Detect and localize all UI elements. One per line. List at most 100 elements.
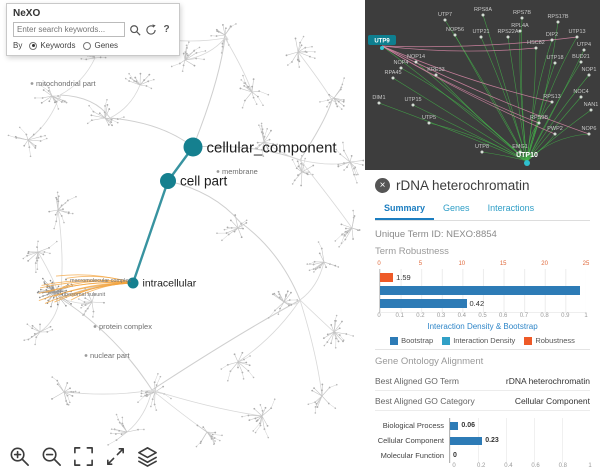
network-node-dip2[interactable]: DIP2 — [546, 32, 558, 42]
tab-genes[interactable]: Genes — [443, 203, 470, 213]
network-node-rps22a[interactable]: RPS22A — [497, 29, 519, 39]
network-node-kre33[interactable]: KRE33 — [427, 67, 445, 77]
network-node-nop56[interactable]: NOP56 — [446, 27, 464, 37]
network-node-label: UTP9 — [374, 39, 390, 45]
alignment-value: rDNA heterochromatin — [505, 376, 590, 386]
network-node-label: KRE33 — [427, 67, 444, 73]
fit-to-screen-button[interactable] — [72, 445, 95, 468]
layers-button[interactable] — [136, 445, 159, 468]
zoom-in-button[interactable] — [8, 445, 31, 468]
network-node-utp10[interactable]: UTP10 — [516, 152, 538, 166]
network-node-nop4[interactable]: NOP4 — [394, 60, 409, 70]
tree-toolbar — [8, 445, 159, 468]
tree-term-label: membrane — [222, 167, 258, 176]
network-node-rpa45[interactable]: RPA45 — [384, 70, 402, 80]
radio-icon[interactable] — [29, 41, 38, 50]
reset-icon[interactable] — [144, 23, 157, 36]
network-node-pwp2[interactable]: PWP2 — [547, 126, 563, 136]
search-input[interactable] — [13, 22, 125, 37]
network-node-noc4[interactable]: NOC4 — [573, 89, 589, 99]
close-icon[interactable]: × — [375, 178, 390, 193]
axis-tick: 0.3 — [436, 313, 446, 319]
network-node-label: NOP6 — [582, 126, 597, 132]
layers-icon — [138, 447, 157, 467]
network-node-utp8[interactable]: UTP8 — [475, 144, 489, 154]
network-node-rps7b[interactable]: RPS7B — [513, 10, 531, 20]
network-node-label: RPS17B — [547, 14, 568, 20]
tab-interactions[interactable]: Interactions — [487, 203, 535, 213]
network-node-hsc82[interactable]: HSC82 — [527, 40, 545, 50]
network-node-utp13[interactable]: UTP13 — [568, 29, 586, 39]
network-node-utp4[interactable]: UTP4 — [577, 42, 591, 52]
network-node-label: UTP21 — [472, 29, 489, 35]
tree-term-dot[interactable] — [30, 82, 34, 85]
tab-summary[interactable]: Summary — [375, 199, 435, 220]
network-node-utp21[interactable]: UTP21 — [472, 29, 490, 39]
network-node-rps8a[interactable]: RPS8A — [474, 7, 492, 17]
tree-term-dot[interactable] — [84, 354, 88, 357]
network-node-utp18[interactable]: UTP18 — [546, 55, 564, 65]
search-icon[interactable] — [128, 23, 141, 36]
zoom-out-button[interactable] — [40, 445, 63, 468]
mode-keywords[interactable]: Keywords — [29, 41, 75, 50]
network-node-rpl4a[interactable]: RPL4A — [511, 23, 529, 33]
network-node-utp9[interactable]: UTP9 — [368, 35, 396, 50]
go-category-label: Molecular Function — [380, 451, 444, 460]
network-node-utp15[interactable]: UTP15 — [404, 97, 422, 107]
network-node-label: RPS22A — [497, 29, 518, 35]
go-bar-value: 0 — [453, 452, 457, 459]
legend-swatch — [390, 336, 399, 345]
collapse-expand-button[interactable] — [104, 445, 127, 468]
network-node-nop1[interactable]: NOP1 — [582, 67, 597, 77]
network-node-nop6[interactable]: NOP6 — [582, 126, 597, 136]
help-icon[interactable]: ? — [163, 24, 170, 35]
network-node-rps9b[interactable]: RPS9B — [530, 115, 548, 125]
network-node-emg1[interactable]: EMG1 — [512, 144, 528, 154]
network-node-utp5[interactable]: UTP5 — [422, 115, 436, 125]
legend-swatch — [524, 336, 533, 345]
bar-value-label: 1.59 — [396, 273, 411, 282]
tree-term-dot[interactable] — [65, 278, 67, 281]
tree-term-dot[interactable] — [57, 292, 59, 295]
network-node-dim1[interactable]: DIM1 — [372, 95, 386, 105]
network-node-rps17b[interactable]: RPS17B — [547, 14, 569, 24]
tree-node-cellular-component[interactable] — [183, 137, 203, 157]
legend-interaction-density: Interaction Density — [442, 336, 515, 345]
network-node-label: NOP4 — [394, 60, 409, 66]
network-node-label: UTP15 — [404, 97, 421, 103]
highlighted-path — [131, 146, 194, 284]
network-node-label: DIM1 — [372, 95, 385, 101]
axis-tick: 0.5 — [478, 313, 487, 319]
network-node-nop14[interactable]: NOP14 — [407, 54, 425, 64]
tree-node-intracellular[interactable] — [127, 277, 139, 289]
tree-term-dot[interactable] — [216, 170, 220, 173]
network-node-bud21[interactable]: BUD21 — [572, 54, 590, 64]
mode-genes[interactable]: Genes — [83, 41, 118, 50]
network-node-label: NOP56 — [446, 27, 464, 33]
network-node-rps13[interactable]: RPS13 — [543, 94, 561, 104]
tree-term-dot[interactable] — [93, 325, 97, 328]
network-node-label: EMG1 — [512, 144, 528, 150]
network-node-label: UTP4 — [577, 42, 591, 48]
network-node-label: NAN1 — [584, 102, 599, 108]
network-node-label: RPS8A — [474, 7, 492, 13]
radio-icon[interactable] — [83, 41, 92, 50]
tree-node-cell-part[interactable] — [160, 173, 176, 189]
network-node-nan1[interactable]: NAN1 — [584, 102, 599, 112]
network-node-label: UTP5 — [422, 115, 436, 121]
network-node-utp7[interactable]: UTP7 — [438, 12, 452, 22]
